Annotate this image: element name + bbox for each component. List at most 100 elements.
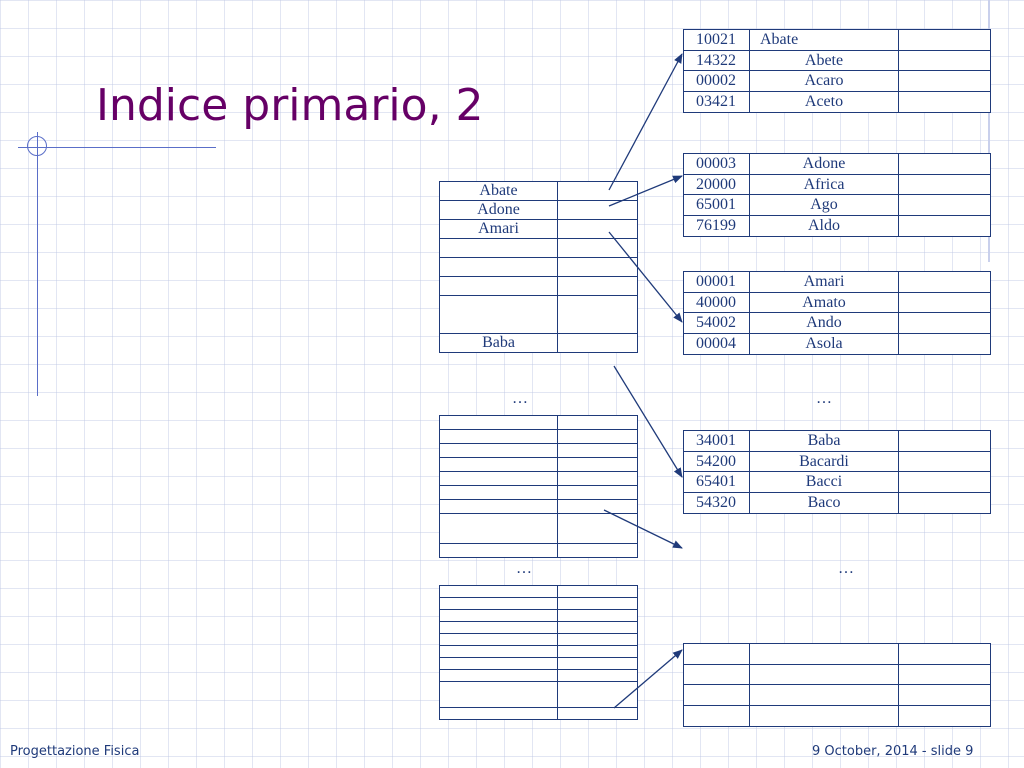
data-code-cell: 34001 [683,430,750,452]
index-key-cell [439,633,558,646]
side-rule-decoration [37,132,38,396]
data-extra-cell [898,430,991,452]
data-code-cell: 03421 [683,91,750,113]
index-row [439,415,638,430]
index-key-cell [439,257,558,277]
data-extra-cell [898,153,991,175]
data-extra-cell [898,492,991,514]
data-table-5 [683,643,991,727]
data-code-cell [683,705,750,727]
index-key-cell [439,543,558,558]
index-row [439,597,638,610]
footer-left: Progettazione Fisica [10,744,140,759]
data-code-cell: 65001 [683,194,750,217]
data-name-cell [749,643,899,665]
index-row: Baba [439,333,638,353]
ellipsis: … [816,390,832,407]
index-key-cell: Amari [439,219,558,239]
index-key-cell [439,471,558,486]
data-row [683,684,991,707]
data-code-cell: 00002 [683,70,750,93]
data-extra-cell [898,705,991,727]
index-row [439,499,638,514]
data-extra-cell [898,312,991,335]
index-table-2 [439,415,638,558]
ellipsis: … [838,560,854,577]
title-rule-decoration [18,147,216,148]
footer-right: 9 October, 2014 - slide 9 [812,744,974,759]
data-extra-cell [898,684,991,707]
data-name-cell: Adone [749,153,899,175]
index-pointer-cell [557,597,638,610]
index-pointer-cell [557,707,638,720]
data-name-cell: Asola [749,333,899,355]
data-extra-cell [898,271,991,293]
index-key-cell [439,415,558,430]
ellipsis: … [512,390,528,407]
data-name-cell [749,663,899,686]
data-name-cell: Abete [749,49,899,72]
data-name-cell: Acaro [749,70,899,93]
index-pointer-cell [557,295,638,334]
index-pointer-cell [557,457,638,472]
page-title: Indice primario, 2 [96,80,484,131]
pointer-arrow [613,365,683,478]
index-key-cell [439,443,558,458]
data-code-cell: 20000 [683,173,750,196]
index-row [439,429,638,444]
index-key-cell [439,513,558,544]
data-extra-cell [898,215,991,237]
index-row [439,707,638,720]
data-name-cell: Amari [749,271,899,293]
pointer-arrow [613,649,683,709]
data-code-cell: 76199 [683,215,750,237]
circle-decoration [27,136,47,156]
index-row: Adone [439,200,638,220]
index-row [439,443,638,458]
data-name-cell: Baco [749,492,899,514]
data-row [683,643,991,665]
ellipsis: … [516,560,532,577]
index-row [439,585,638,598]
data-name-cell [749,705,899,727]
index-pointer-cell [557,257,638,277]
pointer-arrow [603,509,683,549]
data-code-cell: 65401 [683,471,750,494]
index-key-cell: Abate [439,181,558,201]
data-code-cell: 00004 [683,333,750,355]
data-code-cell: 40000 [683,291,750,314]
index-pointer-cell [557,609,638,622]
index-row [439,657,638,670]
data-name-cell: Bacardi [749,450,899,473]
index-pointer-cell [557,443,638,458]
data-name-cell: Bacci [749,471,899,494]
index-pointer-cell [557,200,638,220]
index-table-3 [439,585,638,720]
index-key-cell [439,597,558,610]
index-key-cell [439,669,558,682]
data-code-cell: 00003 [683,153,750,175]
index-row [439,543,638,558]
index-row [439,513,638,544]
pointer-arrow [608,175,683,207]
data-name-cell: Aldo [749,215,899,237]
index-key-cell [439,657,558,670]
data-row [683,663,991,686]
index-key-cell: Adone [439,200,558,220]
index-pointer-cell [557,543,638,558]
right-rule-decoration [988,0,990,262]
index-key-cell [439,429,558,444]
data-extra-cell [898,291,991,314]
